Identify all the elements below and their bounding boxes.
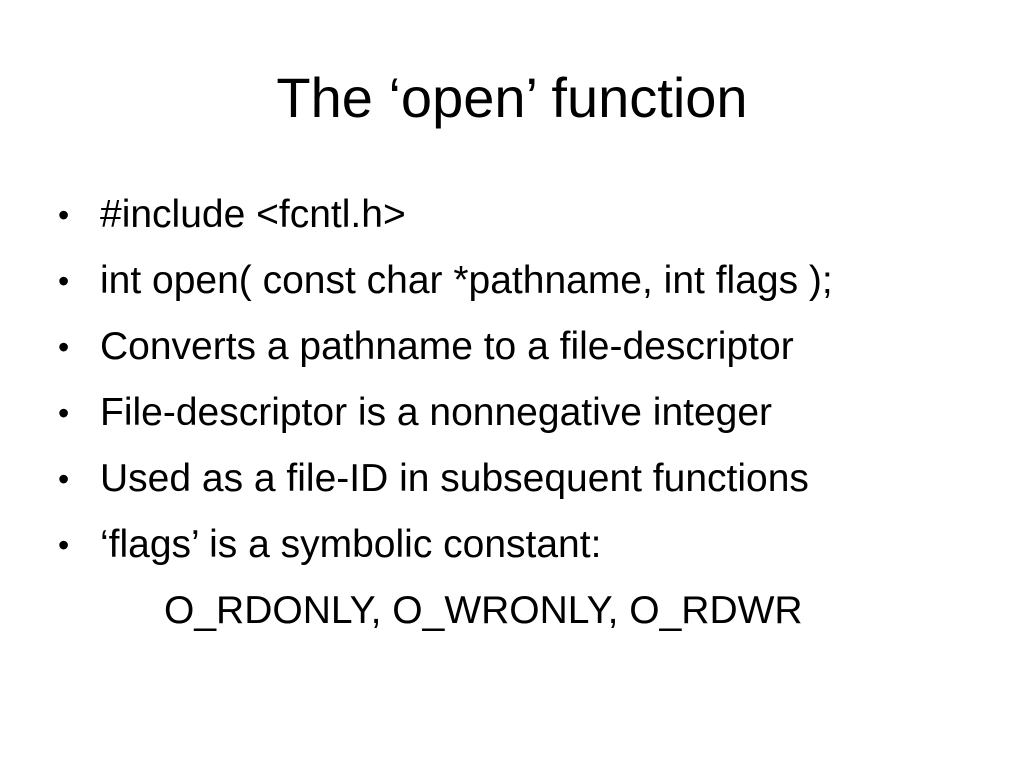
- slide-title: The ‘open’ function: [276, 66, 748, 129]
- bullet-item-file-id: • Used as a file-ID in subsequent functi…: [56, 446, 1016, 512]
- bullet-icon: •: [58, 197, 70, 233]
- bullet-icon: •: [58, 263, 70, 299]
- bullet-icon: •: [58, 329, 70, 365]
- bullet-list: • #include <fcntl.h> • int open( const c…: [56, 182, 1016, 578]
- bullet-text: File-descriptor is a nonnegative integer: [100, 391, 773, 434]
- bullet-text: #include <fcntl.h>: [100, 193, 406, 236]
- bullet-text: ‘flags’ is a symbolic constant:: [100, 523, 602, 566]
- bullet-text: Used as a file-ID in subsequent function…: [100, 457, 809, 500]
- bullet-icon: •: [58, 461, 70, 497]
- bullet-text: Converts a pathname to a file-descriptor: [100, 325, 794, 368]
- bullet-item-descriptor: • File-descriptor is a nonnegative integ…: [56, 380, 1016, 446]
- bullet-item-flags: • ‘flags’ is a symbolic constant:: [56, 512, 1016, 578]
- bullet-item-signature: • int open( const char *pathname, int fl…: [56, 248, 1016, 314]
- bullet-item-include: • #include <fcntl.h>: [56, 182, 1016, 248]
- bullet-text: int open( const char *pathname, int flag…: [100, 259, 833, 302]
- bullet-item-converts: • Converts a pathname to a file-descript…: [56, 314, 1016, 380]
- flag-constants: O_RDONLY, O_WRONLY, O_RDWR: [164, 589, 803, 632]
- bullet-icon: •: [58, 395, 70, 431]
- bullet-icon: •: [58, 527, 70, 563]
